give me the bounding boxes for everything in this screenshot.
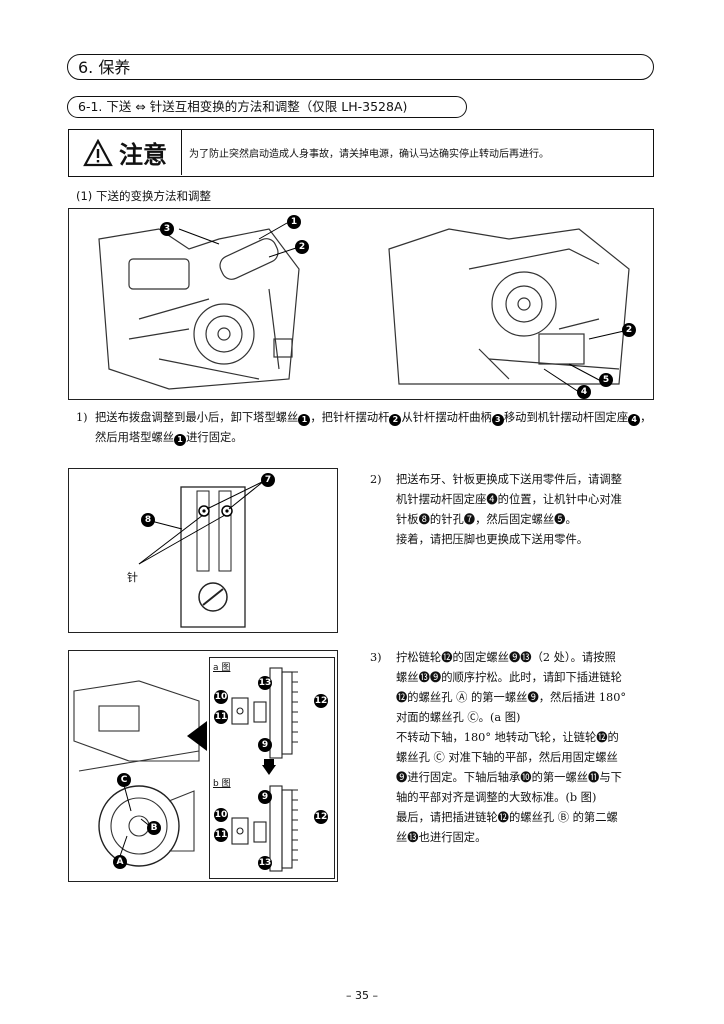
inline-callout: 1 [298, 414, 311, 426]
subsection-title: 6-1. 下送 ⇔ 针送互相变换的方法和调整（仅限 LH-3528A) [67, 96, 467, 118]
caution-message: 为了防止突然启动造成人身事故，请关掉电源，确认马达确实停止转动后再进行。 [189, 149, 549, 160]
callout-c: C [117, 773, 131, 787]
needle-plate-illustration [138, 480, 265, 628]
step-heading: (1) 下送的变换方法和调整 [76, 189, 211, 203]
callout-13-b: 13 [258, 856, 272, 870]
callout-12-a: 12 [314, 694, 328, 708]
caution-label: 注意 [119, 141, 167, 169]
callout-9-b: 9 [258, 790, 272, 804]
callout-4: 4 [577, 385, 591, 399]
shaft-sprocket-detail [231, 667, 298, 872]
callout-1: 1 [287, 215, 301, 229]
callout-2-right: 2 [622, 323, 636, 337]
callout-5: 5 [599, 373, 613, 387]
callout-13-a: 13 [258, 676, 272, 690]
figure-2: 7 8 针 [68, 468, 338, 633]
section-title: 6. 保养 [67, 54, 654, 80]
inline-callout: 2 [389, 414, 402, 426]
callout-7: 7 [261, 473, 275, 487]
callout-11-a: 11 [214, 710, 228, 724]
inline-callout: 4 [628, 414, 641, 426]
callout-10-a: 10 [214, 690, 228, 704]
callout-10-b: 10 [214, 808, 228, 822]
inline-callout: 3 [491, 414, 504, 426]
machine-illustration-right [388, 228, 630, 393]
callout-9-a: 9 [258, 738, 272, 752]
callout-a: A [113, 855, 127, 869]
callout-8: 8 [141, 513, 155, 527]
callout-b: B [147, 821, 161, 835]
fig-a-label: a 图 [213, 663, 231, 673]
inline-callout: 1 [174, 434, 187, 446]
needle-label: 针 [127, 571, 138, 584]
step-2-number: 2) [370, 473, 382, 486]
detail-diagram: a 图 b 图 13 10 11 9 12 9 [209, 657, 335, 879]
sprocket-illustration [73, 680, 207, 867]
callout-2: 2 [295, 240, 309, 254]
callout-3: 3 [160, 222, 174, 236]
machine-illustration-left [98, 222, 300, 390]
figure-1: 3 1 2 2 5 4 [68, 208, 654, 400]
step-3-number: 3) [370, 651, 382, 664]
step-1-number: 1) [76, 411, 88, 424]
callout-12-b: 12 [314, 810, 328, 824]
figure-3: C B A a 图 b 图 13 10 11 [68, 650, 338, 882]
warning-triangle-icon [83, 138, 113, 166]
fig-b-label: b 图 [213, 779, 231, 789]
caution-box: 注意 为了防止突然启动造成人身事故，请关掉电源，确认马达确实停止转动后再进行。 [68, 129, 654, 177]
callout-11-b: 11 [214, 828, 228, 842]
caution-badge: 注意 [69, 130, 182, 175]
step-3-text: 拧松链轮⓬的固定螺丝❾⓭（2 处）。请按照 螺丝⓭❾的顺序拧松。此时，请卸下插进… [396, 651, 627, 844]
step-2-text: 把送布牙、针板更换成下送用零件后，请调整 机针摆动杆固定座❹的位置，让机针中心对… [396, 473, 622, 546]
page-number: – 35 – [346, 989, 378, 1002]
